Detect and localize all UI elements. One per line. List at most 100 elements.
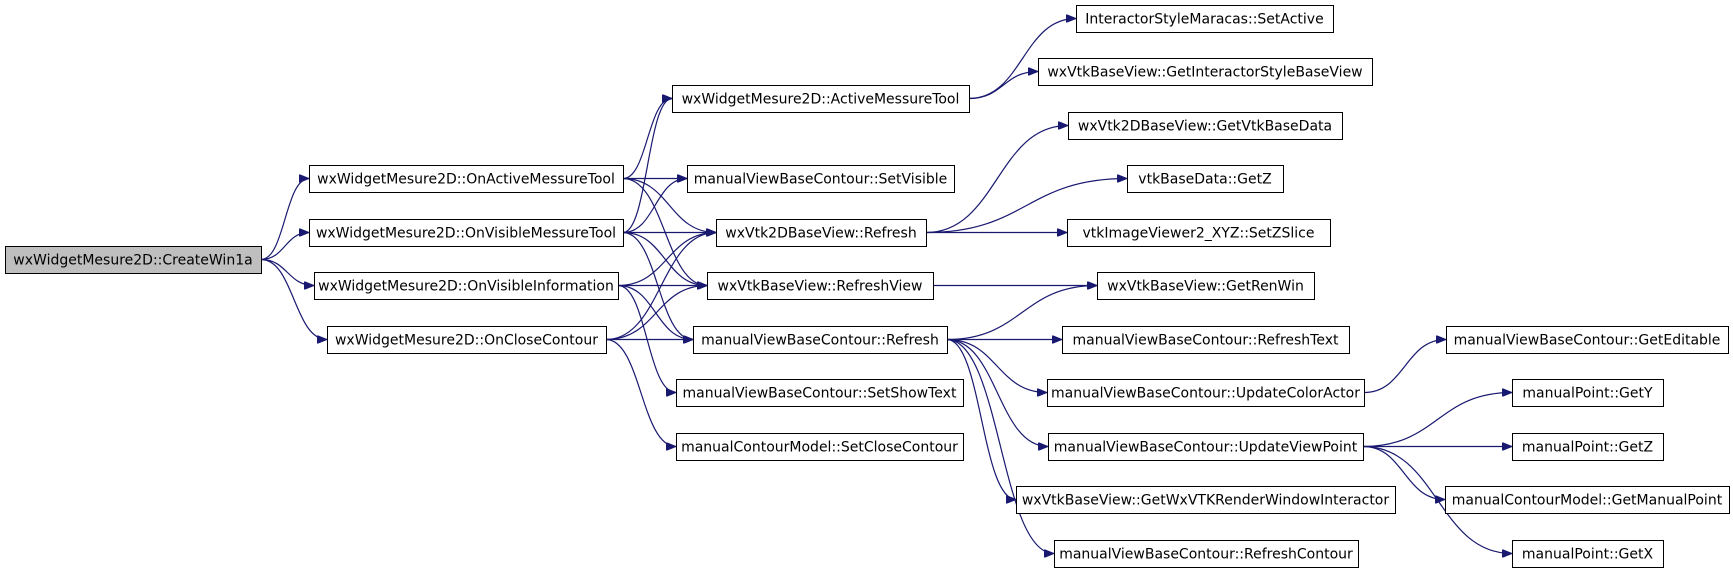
node-manualviewbasecontour-geteditable[interactable]: manualViewBaseContour::GetEditable — [1446, 326, 1729, 354]
node-box[interactable] — [327, 326, 607, 354]
node-wxvtk2dbaseview-refresh[interactable]: wxVtk2DBaseView::Refresh — [716, 219, 927, 247]
edge-n4-to-n11 — [605, 338, 677, 447]
node-label: wxVtkBaseView::RefreshView — [718, 279, 923, 295]
node-box[interactable] — [707, 272, 934, 300]
node-box[interactable] — [687, 165, 955, 193]
node-wxvtkbaseview-getinteractorstylebaseview[interactable]: wxVtkBaseView::GetInteractorStyleBaseVie… — [1038, 58, 1373, 86]
node-label: manualContourModel::SetCloseContour — [681, 440, 958, 456]
node-label: wxVtkBaseView::GetInteractorStyleBaseVie… — [1047, 65, 1362, 81]
edge-n19-to-n23 — [1363, 340, 1446, 394]
node-wxwidgetmesure2d-onvisiblemessuretool[interactable]: wxWidgetMesure2D::OnVisibleMessureTool — [309, 219, 624, 247]
node-interactorstylemaracas-setactive[interactable]: InteractorStyleMaracas::SetActive — [1076, 5, 1334, 33]
node-box[interactable] — [676, 379, 964, 407]
node-wxwidgetmesure2d-onvisibleinformation[interactable]: wxWidgetMesure2D::OnVisibleInformation — [314, 272, 619, 300]
node-label: wxWidgetMesure2D::OnCloseContour — [335, 333, 598, 349]
node-label: wxWidgetMesure2D::OnActiveMessureTool — [317, 172, 615, 188]
node-label: InteractorStyleMaracas::SetActive — [1085, 12, 1323, 28]
node-label: manualPoint::GetY — [1522, 386, 1653, 402]
node-box[interactable] — [1048, 433, 1364, 461]
node-manualpoint-getx[interactable]: manualPoint::GetX — [1512, 540, 1664, 568]
node-box[interactable] — [716, 219, 927, 247]
node-vtkimageviewer2-xyz-setzslice[interactable]: vtkImageViewer2_XYZ::SetZSlice — [1067, 219, 1331, 247]
node-box[interactable] — [309, 219, 624, 247]
node-label: wxVtkBaseView::GetWxVTKRenderWindowInter… — [1022, 493, 1390, 509]
edge-n9-to-n20 — [946, 338, 1048, 447]
node-label: wxWidgetMesure2D::CreateWin1a — [13, 253, 252, 269]
node-wxvtkbaseview-getrenwin[interactable]: wxVtkBaseView::GetRenWin — [1097, 272, 1315, 300]
node-wxvtk2dbaseview-getvtkbasedata[interactable]: wxVtk2DBaseView::GetVtkBaseData — [1068, 112, 1343, 140]
node-label: manualContourModel::GetManualPoint — [1452, 493, 1723, 509]
node-label: wxWidgetMesure2D::ActiveMessureTool — [682, 92, 960, 108]
node-box[interactable] — [1068, 112, 1343, 140]
node-label: wxVtkBaseView::GetRenWin — [1107, 279, 1304, 295]
edge-n9-to-n22 — [946, 338, 1054, 554]
edge-n20-to-n24 — [1362, 393, 1512, 448]
node-label: manualPoint::GetZ — [1522, 440, 1653, 456]
node-box[interactable] — [1512, 379, 1664, 407]
node-label: vtkBaseData::GetZ — [1138, 172, 1271, 188]
node-box[interactable] — [693, 326, 948, 354]
node-box[interactable] — [1512, 540, 1664, 568]
node-manualcontourmodel-setclosecontour[interactable]: manualContourModel::SetCloseContour — [676, 433, 964, 461]
node-label: manualViewBaseContour::SetShowText — [683, 386, 957, 402]
node-label: wxWidgetMesure2D::OnVisibleMessureTool — [316, 226, 616, 242]
node-manualviewbasecontour-refresh[interactable]: manualViewBaseContour::Refresh — [693, 326, 948, 354]
node-box[interactable] — [1076, 5, 1334, 33]
node-box[interactable] — [1097, 272, 1315, 300]
edge-n2-to-n8 — [622, 231, 707, 286]
node-box[interactable] — [1054, 540, 1359, 568]
edge-n2-to-n6 — [622, 179, 687, 234]
edge-n7-to-n15 — [925, 179, 1127, 234]
edge-n0-to-n3 — [260, 258, 314, 286]
node-label: manualPoint::GetX — [1522, 547, 1654, 563]
node-label: manualViewBaseContour::UpdateColorActor — [1051, 386, 1360, 402]
node-box[interactable] — [309, 165, 624, 193]
node-manualviewbasecontour-updatecoloractor[interactable]: manualViewBaseContour::UpdateColorActor — [1047, 379, 1365, 407]
node-wxwidgetmesure2d-onactivemessuretool[interactable]: wxWidgetMesure2D::OnActiveMessureTool — [309, 165, 624, 193]
node-label: manualViewBaseContour::Refresh — [701, 333, 939, 349]
node-manualpoint-getz[interactable]: manualPoint::GetZ — [1512, 433, 1664, 461]
edge-n9-to-n19 — [946, 338, 1047, 393]
edge-n3-to-n7 — [617, 233, 716, 287]
node-box[interactable] — [672, 85, 970, 113]
node-manualviewbasecontour-refreshtext[interactable]: manualViewBaseContour::RefreshText — [1062, 326, 1350, 354]
node-manualviewbasecontour-updateviewpoint[interactable]: manualViewBaseContour::UpdateViewPoint — [1048, 433, 1364, 461]
node-box[interactable] — [1512, 433, 1664, 461]
node-box[interactable] — [5, 246, 262, 274]
node-box[interactable] — [1127, 165, 1284, 193]
node-manualviewbasecontour-setvisible[interactable]: manualViewBaseContour::SetVisible — [687, 165, 955, 193]
edge-n4-to-n7 — [605, 233, 716, 341]
node-manualviewbasecontour-refreshcontour[interactable]: manualViewBaseContour::RefreshContour — [1054, 540, 1359, 568]
node-manualviewbasecontour-setshowtext[interactable]: manualViewBaseContour::SetShowText — [676, 379, 964, 407]
node-label: wxWidgetMesure2D::OnVisibleInformation — [318, 279, 614, 295]
edges — [260, 19, 1512, 554]
edge-n0-to-n1 — [260, 179, 310, 261]
node-label: wxVtk2DBaseView::Refresh — [725, 226, 916, 242]
node-box[interactable] — [1062, 326, 1350, 354]
node-box[interactable] — [314, 272, 619, 300]
edge-n20-to-n26 — [1362, 445, 1445, 500]
node-box[interactable] — [1016, 486, 1396, 514]
edge-n3-to-n9 — [617, 284, 693, 340]
node-wxwidgetmesure2d-activemessuretool[interactable]: wxWidgetMesure2D::ActiveMessureTool — [672, 85, 970, 113]
node-label: manualViewBaseContour::RefreshContour — [1059, 547, 1353, 563]
edge-n5-to-n13 — [968, 72, 1038, 100]
node-label: vtkImageViewer2_XYZ::SetZSlice — [1083, 226, 1315, 242]
edge-n9-to-n21 — [946, 338, 1017, 500]
node-box[interactable] — [1047, 379, 1365, 407]
node-label: manualViewBaseContour::SetVisible — [694, 172, 948, 188]
node-manualcontourmodel-getmanualpoint[interactable]: manualContourModel::GetManualPoint — [1445, 486, 1730, 514]
node-manualpoint-gety[interactable]: manualPoint::GetY — [1512, 379, 1664, 407]
node-wxvtkbaseview-getwxvtkrenderwindowinteractor[interactable]: wxVtkBaseView::GetWxVTKRenderWindowInter… — [1016, 486, 1396, 514]
node-wxwidgetmesure2d-createwin1a[interactable]: wxWidgetMesure2D::CreateWin1a — [5, 246, 262, 274]
node-box[interactable] — [1067, 219, 1331, 247]
node-box[interactable] — [1445, 486, 1730, 514]
node-label: wxVtk2DBaseView::GetVtkBaseData — [1078, 119, 1332, 135]
node-vtkbasedata-getz[interactable]: vtkBaseData::GetZ — [1127, 165, 1284, 193]
edge-n7-to-n14 — [925, 126, 1068, 234]
node-box[interactable] — [1038, 58, 1373, 86]
node-wxwidgetmesure2d-onclosecontour[interactable]: wxWidgetMesure2D::OnCloseContour — [327, 326, 607, 354]
node-box[interactable] — [676, 433, 964, 461]
node-wxvtkbaseview-refreshview[interactable]: wxVtkBaseView::RefreshView — [707, 272, 934, 300]
node-box[interactable] — [1446, 326, 1729, 354]
